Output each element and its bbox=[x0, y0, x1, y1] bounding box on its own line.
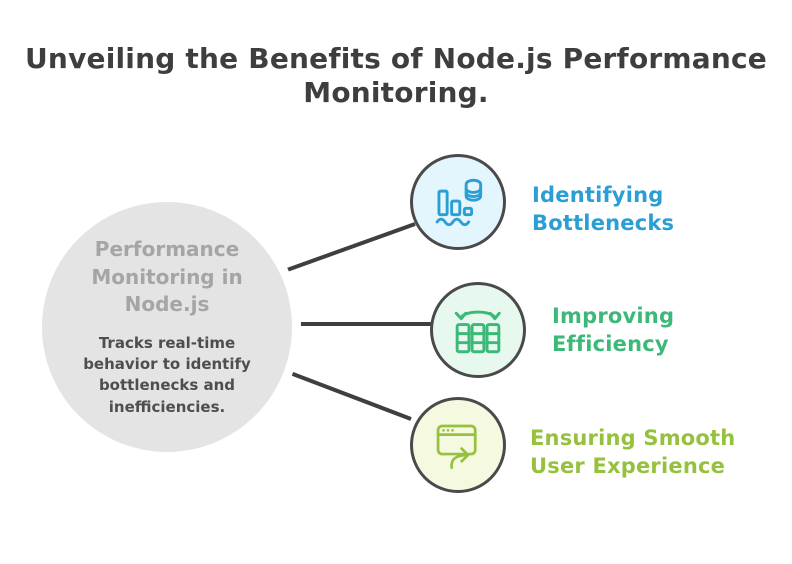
page-title-line2: Monitoring. bbox=[303, 75, 489, 109]
benefit-label-line: Ensuring Smooth bbox=[530, 426, 736, 450]
benefit-label-line: Efficiency bbox=[552, 331, 669, 356]
center-heading-line3: Node.js bbox=[124, 292, 210, 317]
benefit-circle-identifying-bottlenecks bbox=[410, 154, 506, 250]
browser-redirect-icon bbox=[436, 424, 477, 470]
benefit-label-line: User Experience bbox=[530, 453, 726, 478]
page-title: Unveiling the Benefits of Node.js Perfor… bbox=[0, 42, 792, 109]
bar-chart-database-icon bbox=[435, 178, 483, 227]
benefit-label-improving-efficiency: Improving Efficiency bbox=[552, 303, 674, 358]
center-heading-line2: Monitoring in bbox=[91, 264, 243, 289]
benefit-label-line: Bottlenecks bbox=[532, 210, 675, 235]
connector-line-top bbox=[286, 222, 416, 272]
page-title-line1: Unveiling the Benefits of Node.js Perfor… bbox=[25, 42, 767, 75]
benefit-label-line: Improving bbox=[552, 304, 675, 328]
center-heading-line1: Performance bbox=[94, 237, 240, 262]
benefit-circle-improving-efficiency bbox=[430, 282, 526, 378]
benefit-label-identifying-bottlenecks: Identifying Bottlenecks bbox=[532, 182, 674, 237]
benefit-circle-smooth-user-experience bbox=[410, 397, 506, 493]
center-topic-heading: Performance Monitoring in Node.js bbox=[72, 236, 262, 319]
center-topic-description: Tracks real-time behavior to identify bo… bbox=[83, 333, 251, 416]
connector-line-bottom bbox=[284, 369, 412, 421]
benefit-label-line: Identifying bbox=[532, 183, 664, 207]
benefit-label-smooth-user-experience: Ensuring Smooth User Experience bbox=[530, 425, 735, 480]
columns-sync-icon bbox=[454, 310, 501, 354]
center-topic-circle: Performance Monitoring in Node.js Tracks… bbox=[42, 202, 292, 452]
